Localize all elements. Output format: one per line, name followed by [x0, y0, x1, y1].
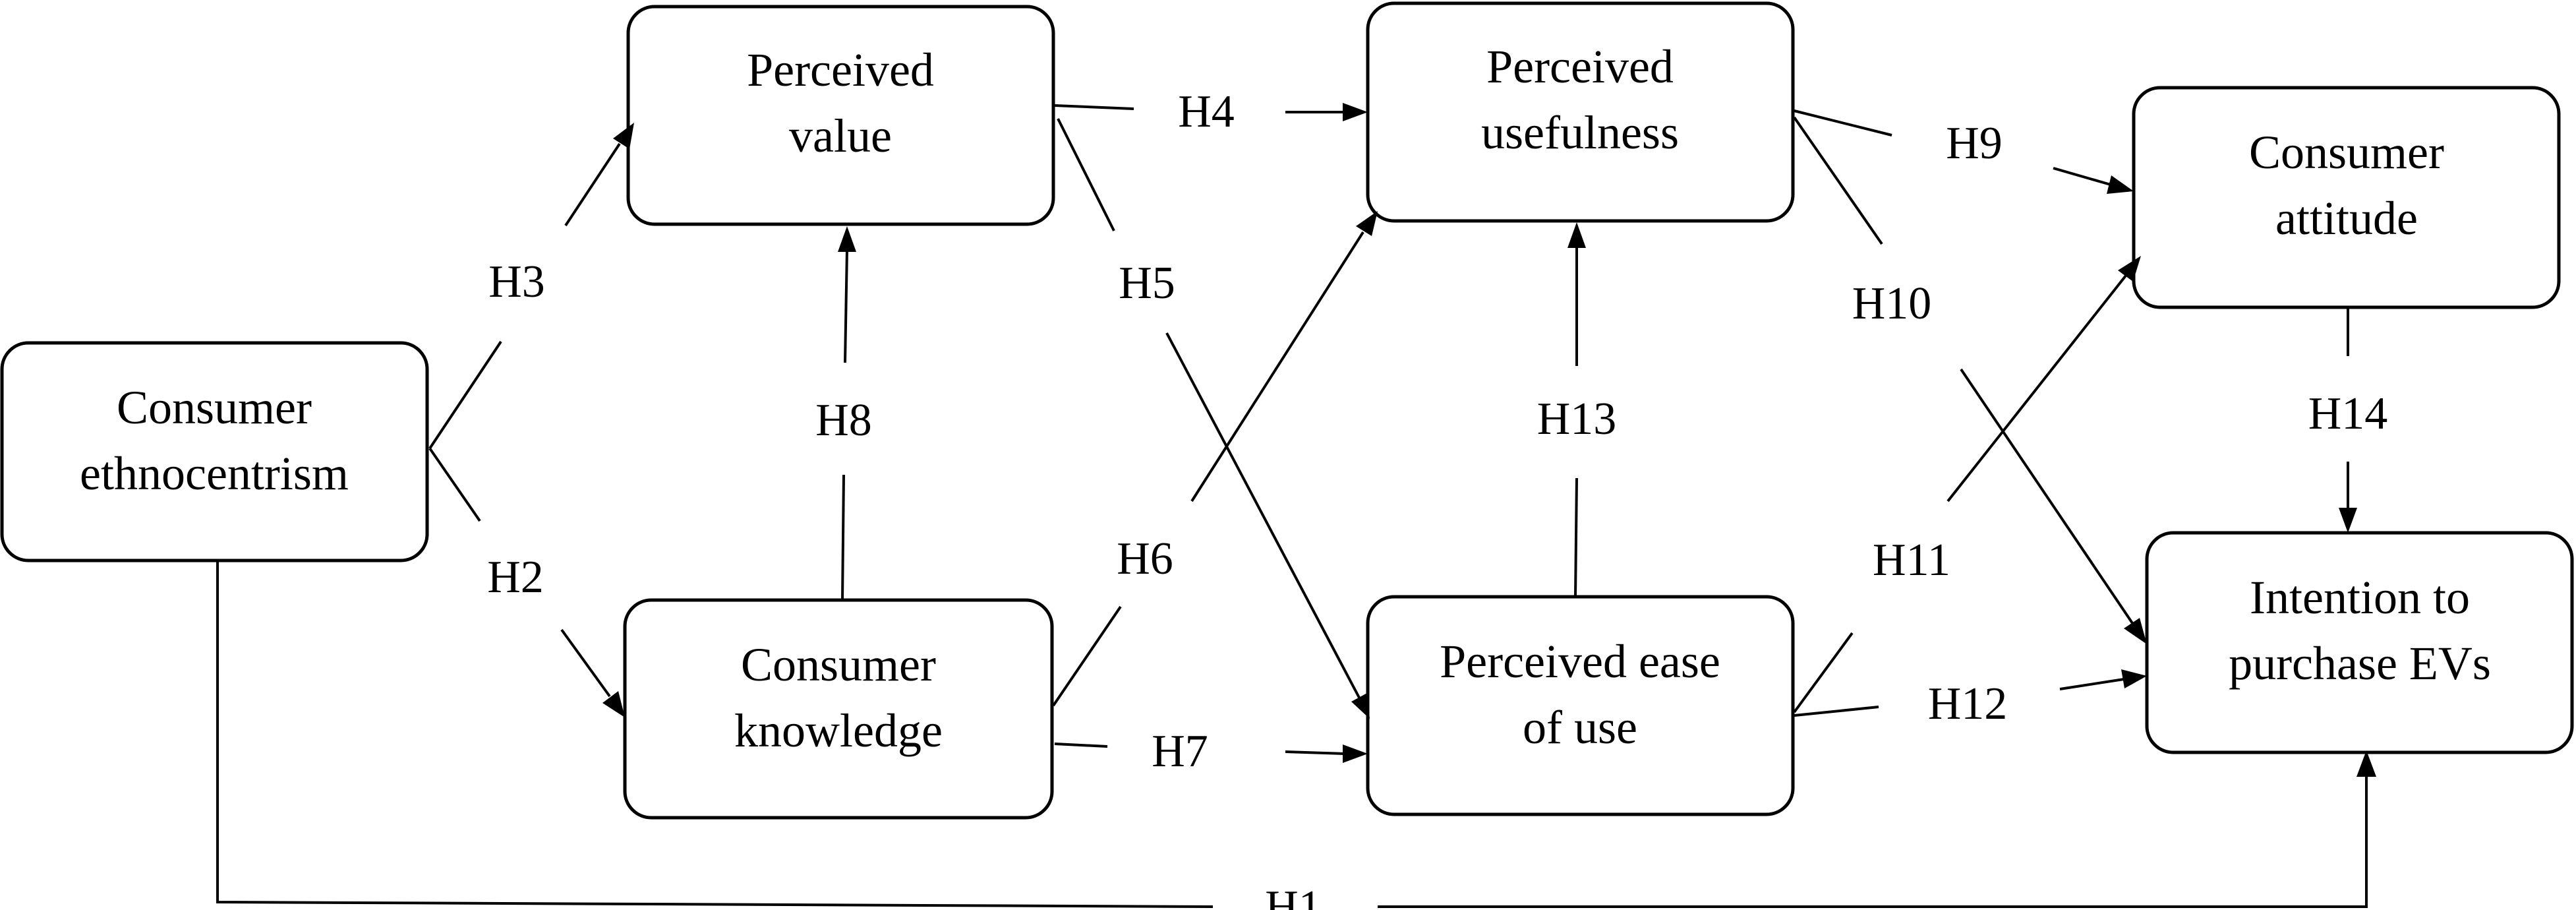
node-label: Perceived — [1486, 40, 1674, 93]
edge-h6: H6 — [1052, 211, 1378, 707]
node-label: Consumer — [117, 381, 312, 434]
node-label: knowledge — [734, 704, 943, 757]
edge-label-h5: H5 — [1119, 258, 1175, 309]
edge-label-h11: H11 — [1873, 535, 1950, 586]
arrowhead-icon — [2356, 750, 2376, 777]
edge-h1: H1 — [216, 561, 2376, 910]
node-label: Consumer — [2249, 126, 2444, 179]
arrowhead-icon — [1343, 103, 1368, 121]
node-consumer-knowledge: Consumer knowledge — [623, 598, 1054, 820]
edge-h7: H7 — [1054, 726, 1368, 777]
arrowhead-icon — [2118, 256, 2141, 282]
node-perceived-value: Perceived value — [626, 5, 1055, 226]
node-label: attitude — [2275, 192, 2418, 245]
node-label: Perceived ease — [1440, 635, 1720, 688]
node-label: of use — [1523, 701, 1637, 754]
arrowhead-icon — [2107, 175, 2134, 194]
edge-label-h9: H9 — [1946, 118, 2003, 169]
edge-label-h14: H14 — [2308, 388, 2388, 439]
edge-label-h10: H10 — [1852, 278, 1932, 329]
edge-label-h8: H8 — [815, 395, 872, 446]
arrowhead-icon — [2339, 508, 2357, 533]
edge-label-h3: H3 — [488, 257, 545, 307]
arrowhead-icon — [613, 123, 634, 149]
node-intention-to-purchase-evs: Intention to purchase EVs — [2145, 531, 2574, 754]
arrowhead-icon — [2121, 669, 2147, 688]
node-perceived-usefulness: Perceived usefulness — [1366, 1, 1795, 223]
arrowhead-icon — [1567, 222, 1586, 248]
edge-h9: H9 — [1794, 109, 2134, 194]
edge-label-h13: H13 — [1537, 394, 1617, 444]
arrowhead-icon — [602, 691, 625, 717]
arrowhead-icon — [1343, 744, 1368, 763]
node-perceived-ease-of-use: Perceived ease of use — [1366, 595, 1795, 816]
edge-h12: H12 — [1794, 669, 2147, 729]
edge-label-h1: H1 — [1265, 882, 1322, 910]
edge-label-h6: H6 — [1117, 533, 1173, 584]
node-label: Consumer — [741, 638, 936, 691]
node-label: ethnocentrism — [80, 447, 349, 500]
arrowhead-icon — [1356, 211, 1378, 236]
edge-h10: H10 — [1793, 116, 2147, 644]
edge-h8: H8 — [815, 226, 872, 601]
edge-h14: H14 — [2308, 307, 2388, 533]
node-label: purchase EVs — [2229, 637, 2491, 690]
edge-h5: H5 — [1057, 118, 1370, 719]
edge-h11: H11 — [1793, 256, 2141, 713]
node-consumer-attitude: Consumer attitude — [2132, 86, 2561, 309]
edge-label-h12: H12 — [1928, 679, 2008, 729]
arrowhead-icon — [1351, 693, 1370, 719]
edge-h13: H13 — [1537, 222, 1617, 597]
arrowhead-icon — [838, 226, 856, 252]
edge-h4: H4 — [1054, 86, 1368, 137]
arrowhead-icon — [2124, 618, 2147, 644]
node-consumer-ethnocentrism: Consumer ethnocentrism — [0, 341, 429, 562]
node-label: Perceived — [747, 44, 934, 96]
edge-h3: H3 — [428, 123, 634, 450]
edge-label-h2: H2 — [487, 552, 544, 603]
edge-label-h7: H7 — [1152, 726, 1208, 777]
edge-h2: H2 — [428, 447, 625, 717]
node-label: usefulness — [1481, 106, 1679, 159]
node-label: value — [789, 109, 892, 162]
edge-label-h4: H4 — [1178, 86, 1235, 137]
node-label: Intention to — [2250, 571, 2470, 624]
